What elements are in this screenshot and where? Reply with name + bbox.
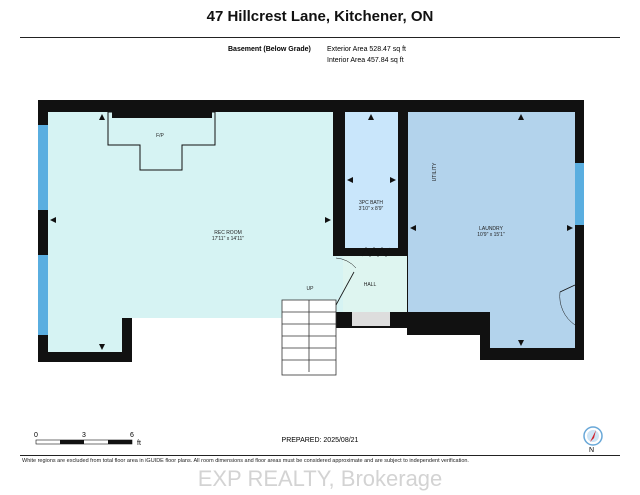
scale-bar: 0 3 6 ft xyxy=(34,432,141,447)
watermark: EXP REALTY, Brokerage xyxy=(197,466,443,491)
level-label: Basement (Below Grade) xyxy=(228,46,311,53)
door xyxy=(559,284,576,293)
door-swing xyxy=(559,291,576,326)
window xyxy=(575,163,584,225)
bath-name: 3PC BATH xyxy=(359,200,383,206)
room-laundry xyxy=(408,112,575,348)
scale-tick: 3 xyxy=(82,432,86,439)
stairs xyxy=(281,299,337,376)
scale-unit: ft xyxy=(137,440,141,447)
fireplace-hearth xyxy=(112,112,212,118)
room-rec xyxy=(48,112,333,352)
hall-name: HALL xyxy=(364,282,377,288)
laundry-name: LAUNDRY xyxy=(479,226,503,232)
disclaimer: White regions are excluded from total fl… xyxy=(22,458,469,464)
divider xyxy=(20,455,620,456)
door-swing xyxy=(335,257,357,269)
window xyxy=(38,125,48,210)
fireplace-label: F/P xyxy=(156,133,164,139)
window xyxy=(38,255,48,335)
baseboard-heater xyxy=(361,246,391,258)
dimension-markers xyxy=(50,114,573,350)
room-bath xyxy=(345,112,398,248)
exterior-area: Exterior Area 528.47 sq ft xyxy=(327,46,406,53)
up-label: UP xyxy=(307,286,315,292)
page-title: 47 Hillcrest Lane, Kitchener, ON xyxy=(206,8,434,25)
north-label: N xyxy=(589,447,594,454)
doorway-opening xyxy=(333,256,343,312)
fireplace xyxy=(107,111,216,171)
rec-room-name: REC ROOM xyxy=(214,230,242,236)
interior-area: Interior Area 457.84 sq ft xyxy=(327,57,404,64)
laundry-dims: 10'9" x 15'1" xyxy=(477,232,505,238)
prepared-date: PREPARED: 2025/08/21 xyxy=(281,437,359,444)
excluded-region xyxy=(352,312,390,326)
divider xyxy=(20,37,620,38)
rec-room-dims: 17'11" x 14'11" xyxy=(212,236,244,242)
door xyxy=(335,271,355,306)
scale-tick: 0 xyxy=(34,432,38,439)
bath-dims: 3'10" x 8'9" xyxy=(359,206,384,212)
compass-icon: N xyxy=(583,426,603,454)
scale-tick: 6 xyxy=(130,432,134,439)
utility-label: UTILITY xyxy=(432,162,438,181)
